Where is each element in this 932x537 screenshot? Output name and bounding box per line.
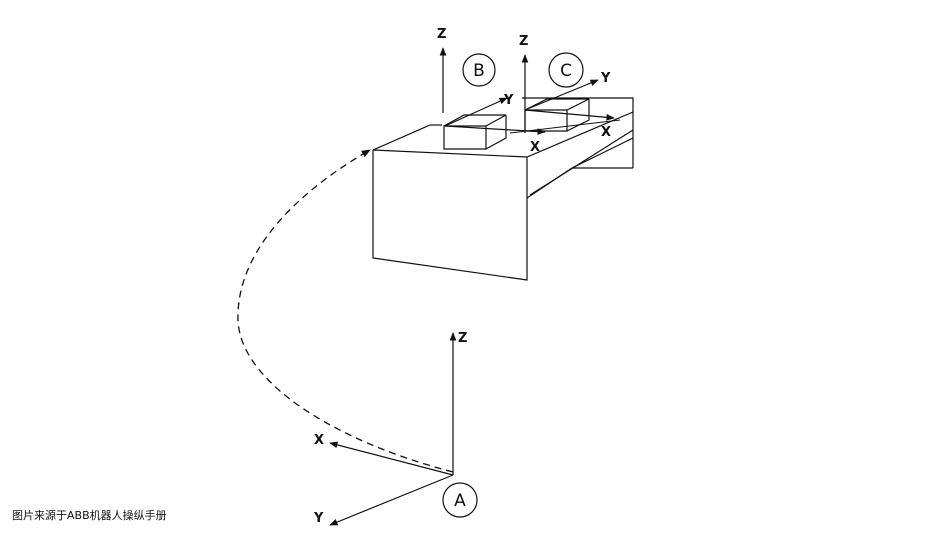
frame-a-x-label: X bbox=[314, 433, 324, 448]
frame-b-y-axis bbox=[444, 97, 508, 127]
transformation-dashed-arrow bbox=[237, 149, 454, 473]
frame-c-circle bbox=[548, 52, 584, 88]
frame-c-y-axis bbox=[524, 79, 599, 111]
frame-b-x-label: X bbox=[530, 140, 540, 155]
frame-c-y-label: Y bbox=[600, 71, 611, 86]
frame-b-z-label: Z bbox=[437, 27, 446, 42]
frame-a-x-axis bbox=[329, 441, 454, 476]
frame-a-y-axis bbox=[329, 474, 454, 526]
table-fixture bbox=[372, 97, 634, 281]
frame-b-circle bbox=[462, 53, 496, 87]
frame-a-y-label: Y bbox=[313, 511, 324, 526]
frame-c: Z Y X C bbox=[519, 34, 615, 140]
frame-a-circle-label: A bbox=[454, 491, 466, 511]
frame-c-z-label: Z bbox=[519, 34, 528, 49]
frame-a: Z X Y A bbox=[313, 331, 478, 526]
frame-c-x-label: X bbox=[601, 125, 611, 140]
frame-c-x-axis bbox=[524, 109, 615, 121]
image-source-caption: 图片来源于ABB机器人操纵手册 bbox=[12, 509, 167, 522]
frame-a-z-label: Z bbox=[458, 331, 467, 346]
frame-a-circle bbox=[442, 482, 478, 518]
frame-c-circle-label: C bbox=[560, 61, 572, 81]
frame-b-circle-label: B bbox=[473, 61, 485, 81]
workpiece-b bbox=[443, 114, 507, 150]
frame-b-x-axis bbox=[444, 125, 546, 135]
frame-b: Z Y X B bbox=[437, 27, 546, 155]
frame-b-y-label: Y bbox=[503, 93, 514, 108]
